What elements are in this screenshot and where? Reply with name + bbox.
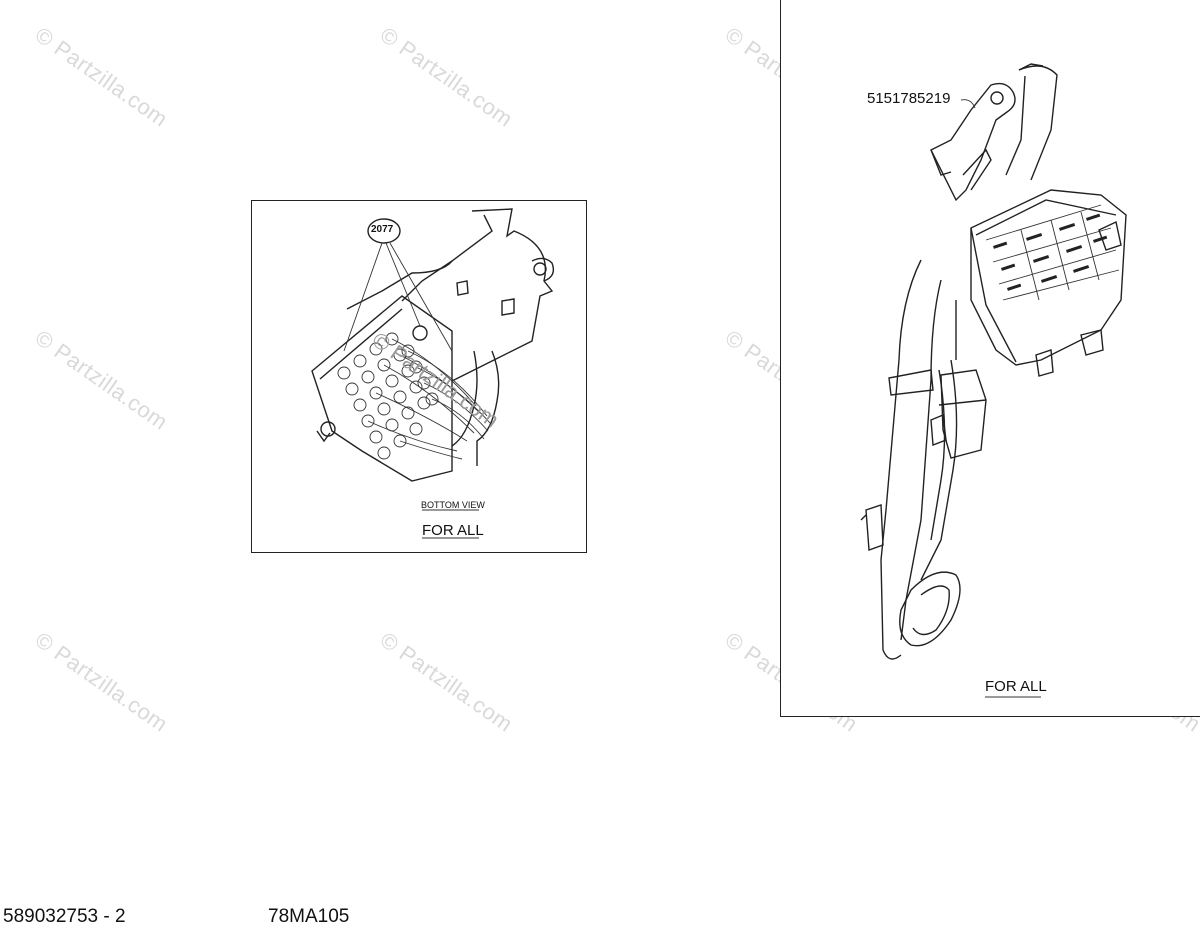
- applicability-label: FOR ALL: [985, 678, 1047, 695]
- part-reference: 589032753 - 2: [3, 906, 126, 927]
- applicability-label: FOR ALL: [422, 522, 484, 539]
- fuse-box-drawing: [860, 63, 1127, 698]
- watermark: © Partzilla.com: [30, 325, 173, 435]
- view-label: BOTTOM VIEW: [421, 500, 485, 510]
- diagram-code: 78MA105: [268, 906, 350, 927]
- bottom-view-panel: 2077 BOTTOM VIEW FOR ALL © Partzilla.com: [251, 200, 587, 553]
- callout-5151785219: 5151785219: [867, 90, 951, 107]
- fuse-box-panel: 5151785219 FOR ALL: [780, 0, 1200, 717]
- connector-bundle-drawing: [311, 208, 555, 539]
- watermark: © Partzilla.com: [30, 22, 173, 132]
- watermark: © Partzilla.com: [375, 627, 518, 737]
- watermark: © Partzilla.com: [375, 22, 518, 132]
- callout-2077: 2077: [371, 224, 394, 235]
- watermark: © Partzilla.com: [30, 627, 173, 737]
